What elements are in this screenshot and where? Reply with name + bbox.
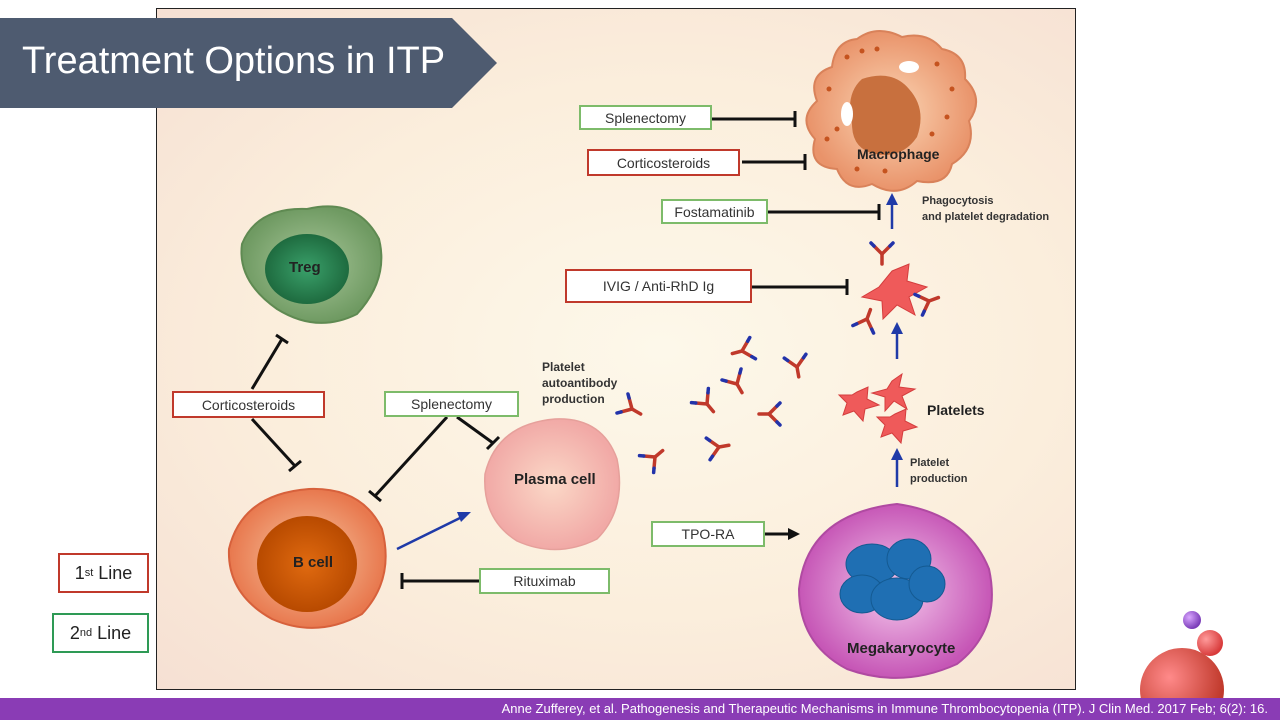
legend-second-ordinal: nd: [79, 627, 93, 639]
treg-label: Treg: [289, 259, 321, 276]
platelets-label: Platelets: [927, 402, 985, 418]
diagram-panel: Treg B cell Plasma cell Macrophage Megak…: [156, 8, 1076, 690]
footer-bar: Anne Zufferey, et al. Pathogenesis and T…: [0, 698, 1280, 720]
process-arrows: [396, 193, 903, 551]
b-cell-label: B cell: [293, 554, 334, 571]
ivig-box: IVIG / Anti-RhD Ig: [565, 269, 752, 303]
slide-title: Treatment Options in ITP: [22, 40, 446, 82]
title-banner-shape: [0, 18, 497, 108]
phagocytosis-label: Phagocytosis and platelet degradation: [922, 195, 1050, 223]
inhibition-lines: [250, 111, 881, 589]
legend-first-ordinal: st: [84, 567, 94, 579]
legend-second-word: Line: [97, 622, 132, 643]
tpo-ra-box: TPO-RA: [651, 521, 765, 547]
platelet-group: [837, 372, 919, 445]
plasma-cell: [484, 418, 621, 551]
corticosteroids-treg-box: Corticosteroids: [172, 391, 325, 418]
macrophage-nucleus: [849, 75, 921, 155]
opsonized-platelet: [860, 263, 929, 321]
treg-nucleus: [265, 234, 349, 304]
legend-first-number: 1: [74, 562, 85, 583]
splenectomy-plasma-box: Splenectomy: [384, 391, 519, 417]
legend-first-word: Line: [98, 562, 133, 583]
title-banner: [0, 18, 500, 108]
splenectomy-macrophage-box: Splenectomy: [579, 105, 712, 130]
legend-second-number: 2: [69, 622, 80, 643]
plasma-cell-label: Plasma cell: [514, 471, 596, 488]
macrophage-vacuole: [841, 102, 853, 126]
macrophage-vacuole: [899, 61, 919, 73]
megakaryocyte-label: Megakaryocyte: [847, 640, 956, 657]
tpo-ra-arrow: [765, 528, 800, 540]
macrophage-label: Macrophage: [857, 146, 940, 162]
b-cell-nucleus: [257, 516, 357, 612]
antibodies: [615, 241, 941, 475]
diagram-graphics: [227, 30, 993, 679]
platelet-production-label: Platelet production: [910, 457, 968, 485]
rituximab-box: Rituximab: [479, 568, 610, 594]
fostamatinib-box: Fostamatinib: [661, 199, 768, 224]
macrophage-granules: [824, 46, 955, 174]
autoantibody-production-label: Platelet autoantibody production: [542, 360, 618, 406]
corticosteroids-macrophage-box: Corticosteroids: [587, 149, 740, 176]
megakaryocyte-nucleus: [839, 538, 946, 621]
citation: Anne Zufferey, et al. Pathogenesis and T…: [501, 701, 1268, 716]
